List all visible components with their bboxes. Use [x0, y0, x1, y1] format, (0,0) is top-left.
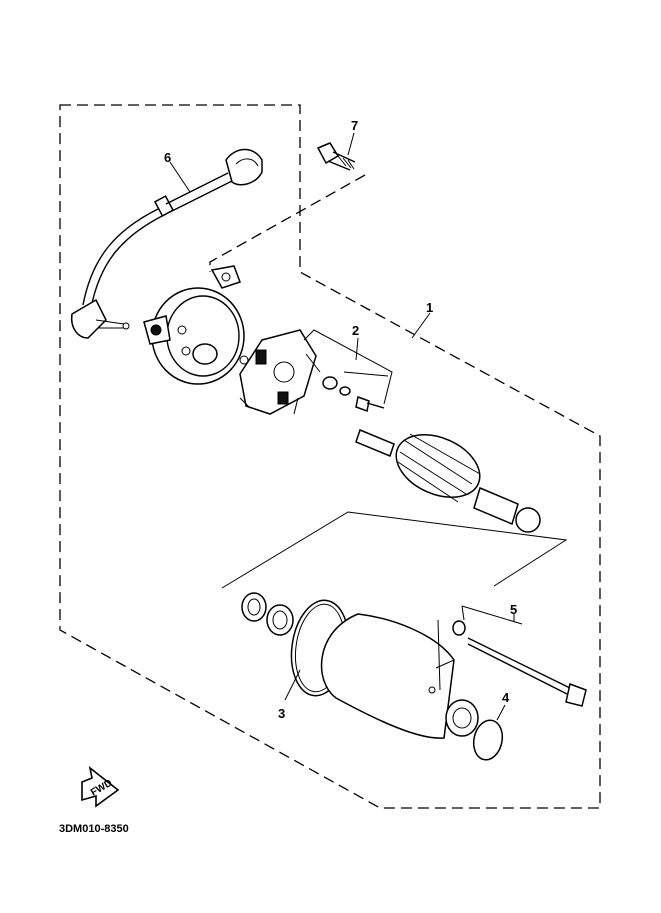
- callout-2: 2: [303, 323, 393, 405]
- callout-1: 1: [411, 300, 433, 339]
- callout-7: 7: [347, 118, 358, 156]
- washer-left-hole: [247, 598, 261, 616]
- svg-text:2: 2: [352, 323, 359, 338]
- lead-wire: [70, 148, 263, 339]
- o-ring-4: [472, 719, 504, 761]
- svg-text:4: 4: [502, 690, 510, 705]
- fwd-arrow-icon: FWD: [81, 766, 120, 808]
- washer-left: [241, 592, 267, 622]
- svg-text:3: 3: [278, 706, 285, 721]
- bolt-leader-dashed: [209, 174, 366, 272]
- yoke: [320, 613, 479, 739]
- svg-text:7: 7: [351, 118, 358, 133]
- callout-3: 3: [278, 669, 301, 721]
- assembly-boundary: [59, 104, 601, 809]
- armature: [355, 429, 541, 533]
- end-cover: [143, 265, 245, 385]
- svg-text:6: 6: [164, 150, 171, 165]
- callout-4: 4: [496, 690, 510, 721]
- callout-5: 5: [437, 602, 523, 691]
- brush-holder: [239, 329, 321, 415]
- svg-text:5: 5: [510, 602, 517, 617]
- brush-holder-hardware: [322, 376, 385, 413]
- callout-6: 6: [164, 150, 191, 193]
- washer-right: [266, 604, 294, 636]
- armature-bracket: [221, 511, 568, 589]
- through-bolt: [452, 620, 587, 707]
- svg-text:1: 1: [426, 300, 433, 315]
- drawing-code: 3DM010-8350: [59, 823, 129, 835]
- bolt-7: [316, 142, 356, 171]
- washer-right-hole: [272, 610, 288, 630]
